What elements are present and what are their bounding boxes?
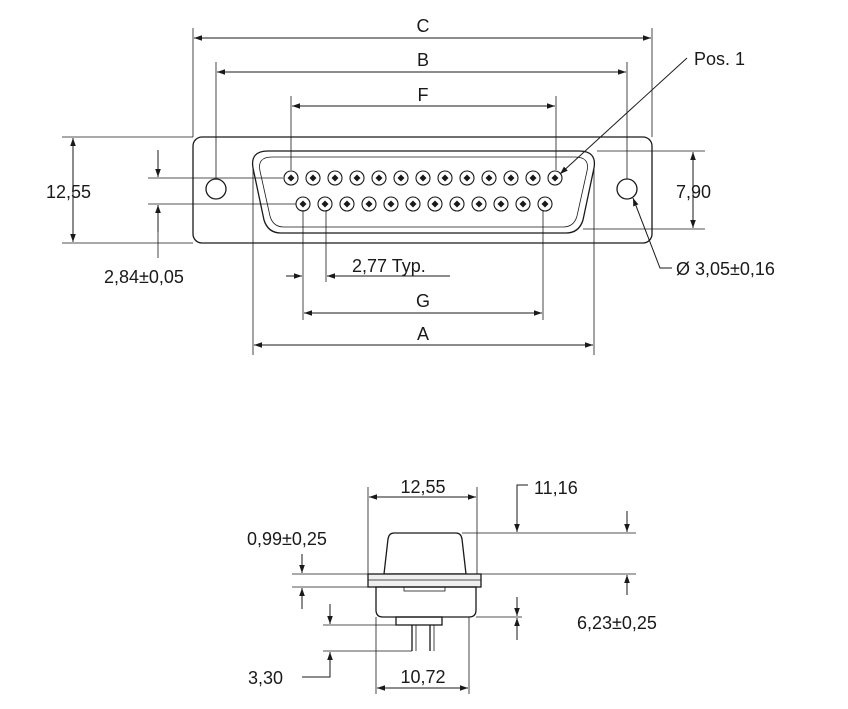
pin-top-8-contact [441, 174, 449, 182]
pin-top-7-contact [419, 174, 427, 182]
d-shell-outer [251, 150, 596, 234]
side-body-height-label: 6,23±0,25 [577, 613, 657, 633]
dim-pitch-label: 2,77 Typ. [352, 256, 426, 276]
hole-diameter-label: Ø 3,05±0,16 [676, 259, 775, 279]
pin-bottom-8-contact [453, 200, 461, 208]
side-shell-height-label: 11,16 [534, 478, 578, 498]
dim-f-label: F [418, 85, 429, 105]
mounting-hole-left [205, 178, 227, 200]
pin-array [283, 170, 563, 212]
front-view: C B F Pos. 1 12,55 2,84±0,05 7,90 Ø [46, 16, 775, 355]
pin-bottom-11-contact [519, 200, 527, 208]
dim-a-label: A [417, 324, 429, 344]
side-flange-label: 0,99±0,25 [247, 529, 327, 549]
pin-top-2-contact [309, 174, 317, 182]
d-shell-inner [259, 156, 588, 228]
dim-height-label: 12,55 [46, 182, 91, 202]
pin-bottom-5-contact [387, 200, 395, 208]
pin-top-13-contact [551, 174, 559, 182]
pin-top-1-contact [287, 174, 295, 182]
side-standoff [395, 616, 443, 626]
pin-bottom-1-contact [299, 200, 307, 208]
side-view: 12,55 11,16 0,99±0,25 6,23±0,25 3,30 10,… [247, 477, 657, 694]
connector-flange [192, 136, 653, 244]
dim-c-label: C [417, 16, 430, 36]
hole-diameter-leader [632, 197, 672, 269]
dim-g-label: G [416, 291, 430, 311]
pin-bottom-7-contact [431, 200, 439, 208]
dim-b-label: B [417, 50, 429, 70]
side-width-top-label: 12,55 [400, 477, 445, 497]
pin-top-4-contact [353, 174, 361, 182]
side-shell-top [383, 532, 467, 575]
pin-bottom-4-contact [365, 200, 373, 208]
pin-top-10-contact [485, 174, 493, 182]
pin-top-12-contact [529, 174, 537, 182]
dim-row-offset-label: 2,84±0,05 [104, 267, 184, 287]
side-pin-length-label: 3,30 [248, 668, 283, 688]
pin-top-5-contact [375, 174, 383, 182]
side-flange [367, 573, 482, 588]
pin-bottom-3-contact [343, 200, 351, 208]
pin-top-6-contact [397, 174, 405, 182]
pin-bottom-9-contact [475, 200, 483, 208]
pin-bottom-12-contact [541, 200, 549, 208]
pin-bottom-6-contact [409, 200, 417, 208]
dim-inner-height-label: 7,90 [676, 182, 711, 202]
pin-bottom-2-contact [321, 200, 329, 208]
pin-top-9-contact [463, 174, 471, 182]
pin-top-11-contact [507, 174, 515, 182]
pin-top-3-contact [331, 174, 339, 182]
pin-bottom-10-contact [497, 200, 505, 208]
mounting-hole-right [616, 178, 638, 200]
pos1-leader [559, 57, 688, 175]
pos1-label: Pos. 1 [694, 49, 745, 69]
side-width-bottom-label: 10,72 [400, 667, 445, 687]
side-body [375, 586, 477, 618]
